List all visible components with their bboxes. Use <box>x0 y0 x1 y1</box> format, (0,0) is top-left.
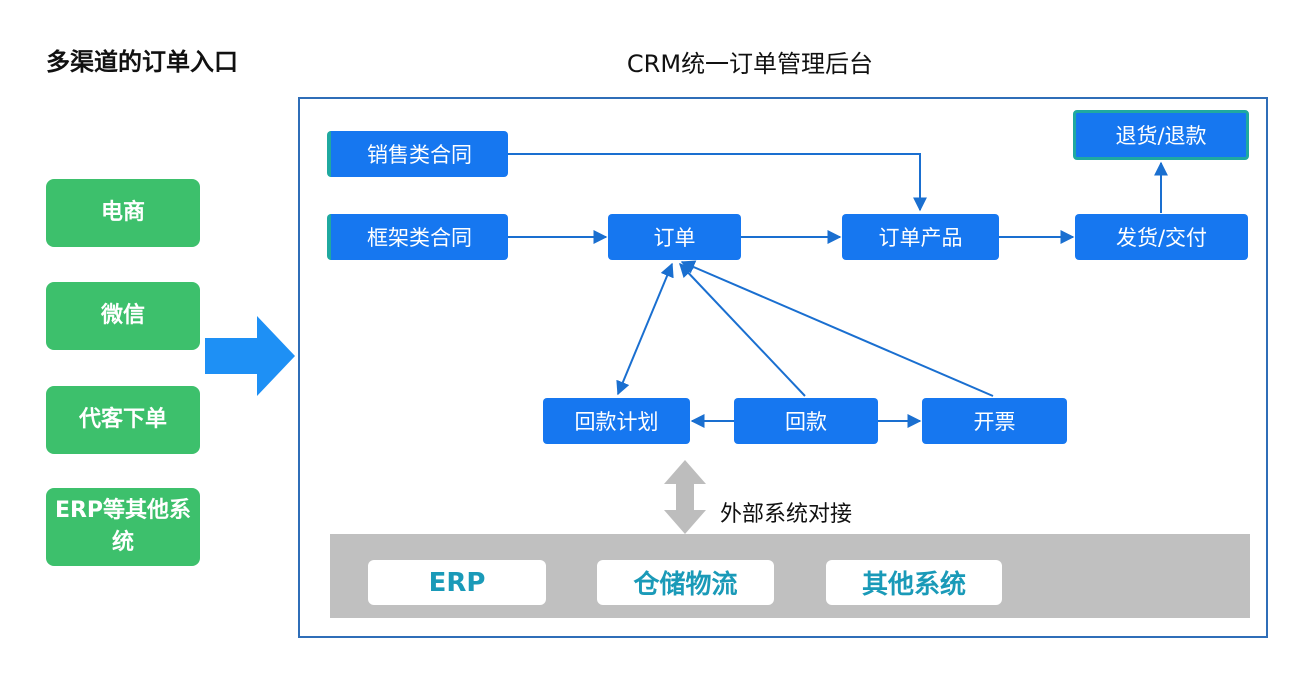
system-erp: ERP <box>368 560 546 605</box>
system-warehouse-logistics: 仓储物流 <box>597 560 774 605</box>
arrow-sales-to-product <box>508 153 927 212</box>
channels-title: 多渠道的订单入口 <box>46 48 238 76</box>
inflow-arrow-icon <box>205 316 295 396</box>
arrow-invoice-to-order <box>680 260 994 397</box>
crm-frame <box>298 97 1268 638</box>
node-return-refund: 退货/退款 <box>1073 110 1249 160</box>
arrow-payment-to-order <box>679 262 806 397</box>
node-order: 订单 <box>608 214 741 260</box>
channel-erp-other: ERP等其他系统 <box>46 488 200 566</box>
crm-title: CRM统一订单管理后台 <box>626 50 874 78</box>
arrow-order-payplan <box>616 262 674 396</box>
node-order-product: 订单产品 <box>842 214 999 260</box>
node-delivery: 发货/交付 <box>1075 214 1248 260</box>
node-payment-plan: 回款计划 <box>543 398 690 444</box>
system-other: 其他系统 <box>826 560 1002 605</box>
channel-ecommerce: 电商 <box>46 179 200 247</box>
external-integration-label: 外部系统对接 <box>720 502 853 527</box>
node-framework-contract: 框架类合同 <box>327 214 508 260</box>
channel-wechat: 微信 <box>46 282 200 350</box>
node-sales-contract: 销售类合同 <box>327 131 508 177</box>
channel-agent-order: 代客下单 <box>46 386 200 454</box>
node-payment: 回款 <box>734 398 878 444</box>
external-double-arrow-icon <box>664 460 706 534</box>
node-invoice: 开票 <box>922 398 1067 444</box>
